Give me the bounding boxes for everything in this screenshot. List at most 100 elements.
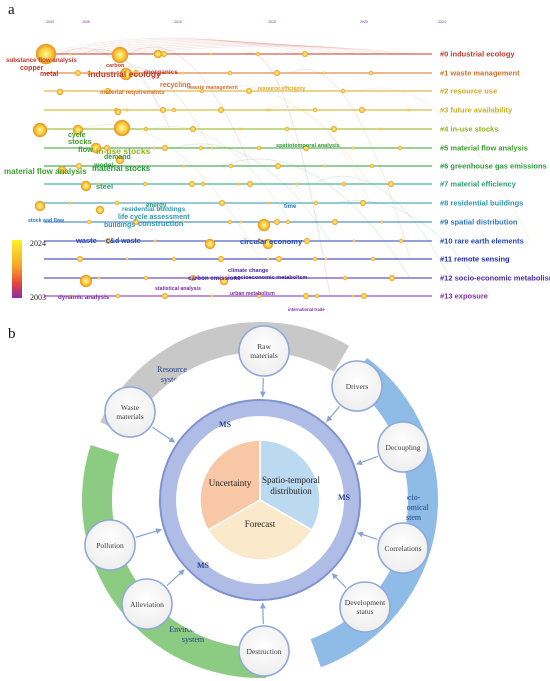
cluster-label[interactable]: #11 remote sensing bbox=[440, 255, 510, 264]
keyword-node bbox=[256, 145, 262, 151]
keyword-node bbox=[68, 52, 72, 56]
panel-b-diagram: ResourcesystemSocio-economicalsystemEnvi… bbox=[81, 322, 438, 678]
citation-arc bbox=[111, 43, 385, 55]
keyword-node bbox=[342, 275, 348, 281]
keyword-label: stock and flow bbox=[28, 218, 65, 224]
cluster-label[interactable]: #7 material efficiency bbox=[440, 180, 517, 189]
keyword-node bbox=[361, 293, 367, 299]
keyword-node bbox=[97, 276, 101, 280]
cluster-label[interactable]: #12 socio-economic metabolism bbox=[440, 274, 550, 283]
keyword-node bbox=[237, 182, 241, 186]
cluster-label[interactable]: #5 material flow analysis bbox=[440, 144, 528, 153]
keyword-node bbox=[77, 256, 83, 262]
node-circle-drivers[interactable] bbox=[331, 360, 383, 412]
citation-arc bbox=[289, 68, 411, 260]
keyword-node bbox=[105, 88, 111, 94]
keyword-label: inorganics bbox=[145, 69, 178, 76]
node-circle-development-status[interactable] bbox=[339, 581, 391, 633]
keyword-node bbox=[209, 52, 213, 56]
keyword-label: urban metabolism bbox=[230, 291, 275, 297]
keyword-node bbox=[255, 51, 261, 57]
keyword-node bbox=[340, 88, 346, 94]
cluster-label[interactable]: #3 future availability bbox=[440, 106, 513, 115]
node-circle-waste-materials[interactable] bbox=[104, 386, 156, 438]
keyword-label: life cycle assessment bbox=[118, 214, 190, 221]
keyword-node bbox=[331, 126, 337, 132]
keyword-node bbox=[35, 43, 57, 65]
cluster-label[interactable]: #1 waste management bbox=[440, 69, 520, 78]
keyword-node bbox=[397, 145, 403, 151]
keyword-node bbox=[190, 126, 196, 132]
node-circle-raw-materials[interactable] bbox=[238, 325, 290, 377]
keyword-node bbox=[105, 238, 111, 244]
keyword-node bbox=[274, 70, 280, 76]
center-segment-label: Forecast bbox=[245, 519, 276, 529]
keyword-node bbox=[370, 256, 376, 262]
keyword-node bbox=[69, 294, 73, 298]
cluster-label[interactable]: #9 spatial distribution bbox=[440, 218, 518, 227]
node-circle-destruction[interactable] bbox=[238, 625, 290, 677]
keyword-node bbox=[276, 256, 282, 262]
keyword-node bbox=[104, 145, 110, 151]
year-tick-2005: 2005 bbox=[82, 20, 90, 24]
node-circle-decoupling[interactable] bbox=[377, 421, 429, 473]
cluster-label[interactable]: #13 exposure bbox=[440, 292, 488, 301]
cluster-label[interactable]: #10 rare earth elements bbox=[440, 237, 524, 246]
keyword-node bbox=[90, 142, 102, 154]
connector-arrow bbox=[166, 569, 185, 587]
keyword-node bbox=[398, 238, 404, 244]
citation-arc bbox=[59, 47, 131, 74]
keyword-label: statistical analysis bbox=[155, 286, 201, 292]
keyword-node bbox=[32, 122, 48, 138]
keyword-label: circular economy bbox=[240, 237, 303, 246]
keyword-nodes bbox=[32, 43, 411, 299]
keyword-node bbox=[210, 294, 214, 298]
cluster-label[interactable]: #8 residential buildings bbox=[440, 199, 523, 208]
keyword-node bbox=[133, 70, 139, 76]
ms-label: MS bbox=[197, 561, 210, 570]
citation-arc bbox=[128, 46, 251, 167]
cluster-label[interactable]: #2 resource use bbox=[440, 87, 497, 96]
keyword-node bbox=[189, 181, 195, 187]
keyword-node bbox=[314, 293, 320, 299]
keyword-node bbox=[267, 201, 271, 205]
node-circle-pollution[interactable] bbox=[84, 519, 136, 571]
keyword-node bbox=[113, 119, 131, 137]
keyword-node bbox=[352, 239, 356, 243]
keyword-label: resource efficiency bbox=[258, 86, 305, 92]
center-segment-label: Uncertainty bbox=[209, 478, 252, 488]
year-tick-2024: 2024 bbox=[438, 20, 446, 24]
node-circle-correlations[interactable] bbox=[377, 522, 429, 574]
keyword-node bbox=[341, 181, 347, 187]
keyword-node bbox=[218, 107, 224, 113]
node-circle-alleviation[interactable] bbox=[121, 578, 173, 630]
connector-arrow bbox=[135, 528, 162, 538]
citation-arc bbox=[197, 84, 371, 185]
cluster-label[interactable]: #0 industrial ecology bbox=[440, 50, 515, 59]
keyword-node bbox=[68, 201, 72, 205]
citation-arc bbox=[39, 37, 301, 55]
keyword-node bbox=[379, 127, 383, 131]
keyword-node bbox=[80, 180, 92, 192]
keyword-node bbox=[407, 108, 411, 112]
keyword-node bbox=[182, 164, 186, 168]
keyword-node bbox=[96, 182, 100, 186]
keyword-node bbox=[76, 163, 82, 169]
keyword-node bbox=[219, 276, 229, 286]
keyword-node bbox=[111, 46, 129, 64]
cluster-label[interactable]: #4 in-use stocks bbox=[440, 125, 498, 134]
keyword-node bbox=[125, 257, 129, 261]
keyword-node bbox=[200, 181, 206, 187]
center-segment bbox=[199, 439, 261, 532]
citation-arcs bbox=[39, 37, 531, 297]
keyword-label: industrial ecology bbox=[88, 69, 161, 79]
year-tick-2003: 2003 bbox=[46, 20, 54, 24]
citation-arc bbox=[75, 40, 343, 55]
keyword-node bbox=[369, 163, 375, 169]
citation-arc bbox=[135, 45, 413, 55]
citation-arc bbox=[335, 200, 491, 297]
keyword-node bbox=[114, 200, 120, 206]
cluster-label[interactable]: #6 greenhouse gas emissions bbox=[440, 162, 547, 171]
